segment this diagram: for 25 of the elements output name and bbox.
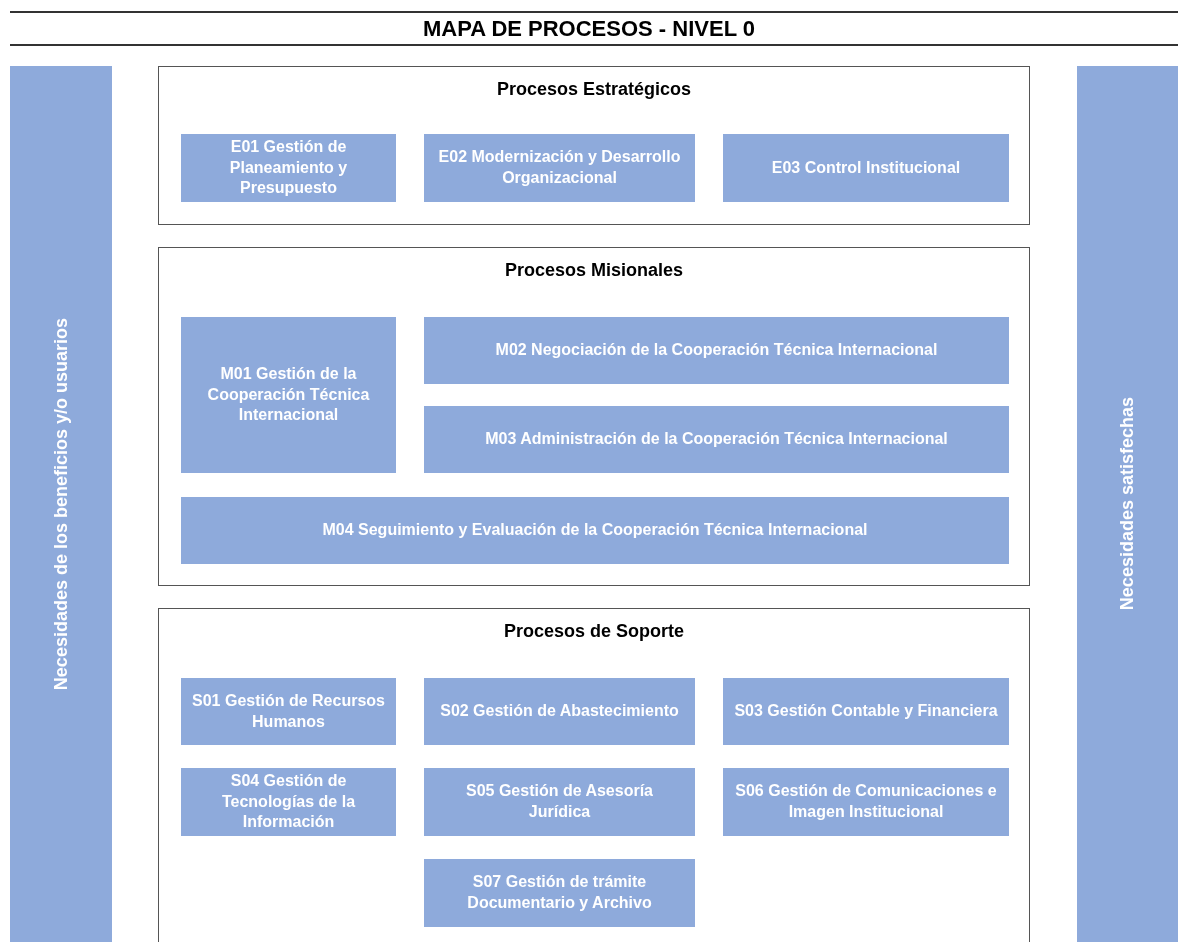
process-box: M04 Seguimiento y Evaluación de la Cooperación Técnica Internacional <box>181 497 1009 564</box>
process-box: E03 Control Institucional <box>723 134 1009 202</box>
process-box: S05 Gestión de Asesoría Jurídica <box>424 768 695 836</box>
side-band <box>1077 66 1178 942</box>
process-group-panel <box>158 247 1030 586</box>
group-heading: Procesos Misionales <box>504 260 684 280</box>
process-group-panel <box>158 66 1030 225</box>
process-box: E01 Gestión de Planeamiento y Presupuesto <box>181 134 396 202</box>
band-label: Necesidades de los beneficios y/o usuarios <box>50 317 72 691</box>
process-box: E02 Modernización y Desarrollo Organizacional <box>424 134 695 202</box>
process-box: S07 Gestión de trámite Documentario y Archivo <box>424 859 695 927</box>
group-heading: Procesos Estratégicos <box>496 79 692 99</box>
process-box: M03 Administración de la Cooperación Técnica Internacional <box>424 406 1009 473</box>
process-box: S02 Gestión de Abastecimiento <box>424 678 695 745</box>
band-label: Necesidades satisfechas <box>1117 397 1138 611</box>
side-band <box>10 66 112 942</box>
process-box: S03 Gestión Contable y Financiera <box>723 678 1009 745</box>
process-box: S06 Gestión de Comunicaciones e Imagen Institucional <box>723 768 1009 836</box>
diagram-title: MAPA DE PROCESOS - NIVEL 0 <box>422 16 756 41</box>
process-box: M01 Gestión de la Cooperación Técnica Internacional <box>181 317 396 473</box>
process-box: S01 Gestión de Recursos Humanos <box>181 678 396 745</box>
process-group-panel <box>158 608 1030 942</box>
process-box: S04 Gestión de Tecnologías de la Información <box>181 768 396 836</box>
group-heading: Procesos de Soporte <box>503 621 685 641</box>
process-box: M02 Negociación de la Cooperación Técnica Internacional <box>424 317 1009 384</box>
